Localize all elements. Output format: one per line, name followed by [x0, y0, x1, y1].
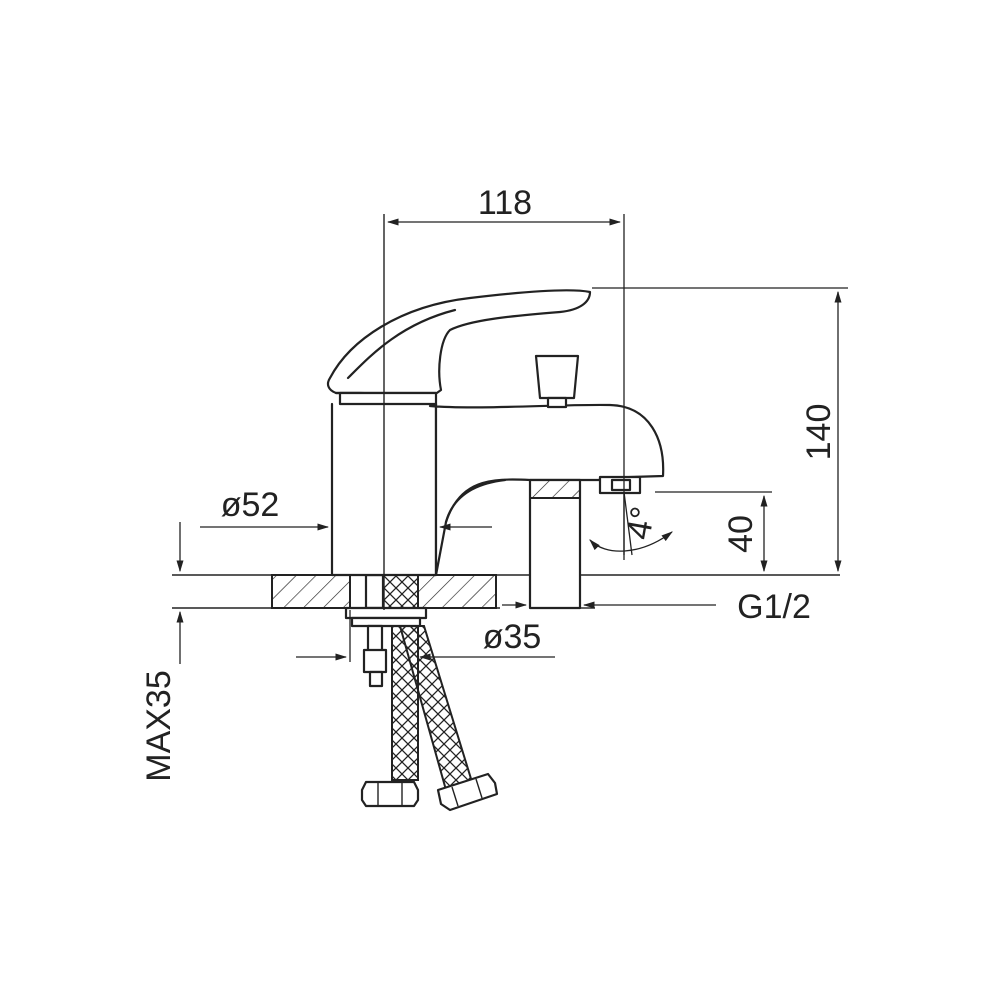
- drain-column: [528, 478, 582, 610]
- body-diameter-label: ø52: [221, 486, 280, 524]
- dimension-angle: 4°: [589, 491, 673, 556]
- dimension-height-total: 140: [592, 287, 848, 573]
- height-total-label: 140: [800, 404, 838, 461]
- dimension-hole-diameter: ø35: [296, 610, 555, 662]
- dimension-max-thickness: MAX35: [140, 522, 184, 782]
- flexible-hoses: [360, 625, 499, 812]
- dimension-body-diameter: ø52: [200, 486, 492, 531]
- angle-label: 4°: [620, 504, 663, 543]
- width-top-label: 118: [478, 184, 532, 222]
- spout-height-label: 40: [722, 515, 760, 553]
- faucet-body: [326, 289, 665, 577]
- hole-diameter-label: ø35: [483, 618, 542, 656]
- thread-label: G1/2: [737, 588, 811, 626]
- fixing-nut: [344, 606, 428, 688]
- max-thickness-label: MAX35: [140, 670, 178, 782]
- dimension-thread: G1/2: [502, 588, 811, 626]
- mounting-base: [271, 573, 497, 610]
- dimension-spout-height: 40: [655, 491, 772, 573]
